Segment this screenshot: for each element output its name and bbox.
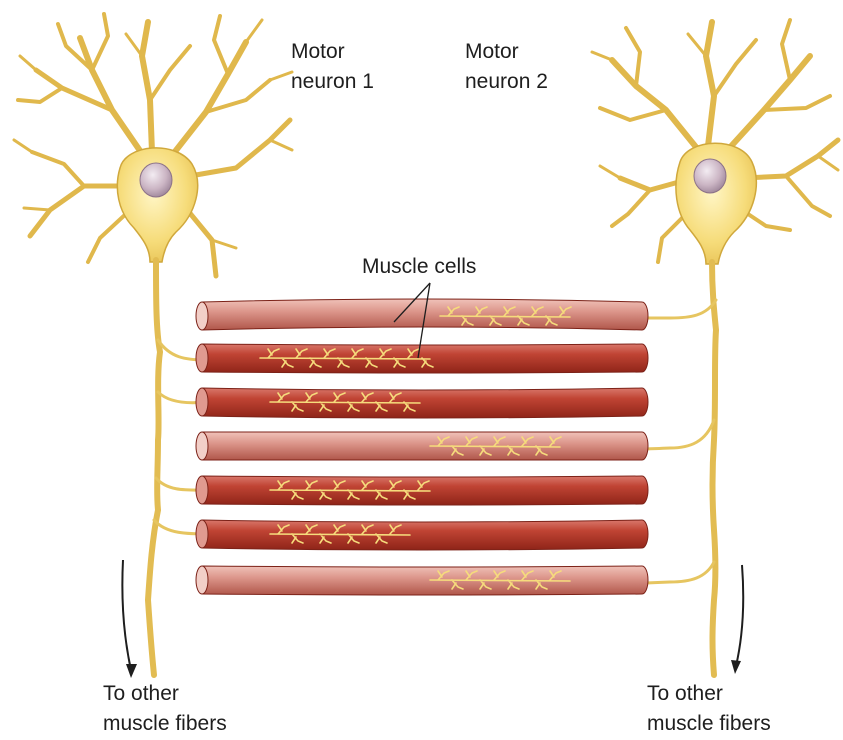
muscle-fiber-end — [196, 476, 208, 504]
muscle-fiber-end — [196, 432, 208, 460]
muscle-fiber-end — [196, 344, 208, 372]
other-fibers-right-line1: To other — [647, 679, 771, 709]
neuron-2-nucleus — [694, 159, 726, 193]
motor-neuron-1-label-line1: Motor — [291, 37, 374, 67]
muscle-cells-label: Muscle cells — [362, 252, 476, 282]
muscle-fiber — [196, 344, 648, 373]
muscle-fiber — [196, 388, 648, 418]
other-fibers-right-line2: muscle fibers — [647, 709, 771, 739]
muscle-fibers — [196, 299, 648, 595]
muscle-fiber-body — [202, 566, 648, 595]
muscle-fiber — [196, 432, 648, 460]
muscle-fiber-body — [202, 432, 648, 460]
muscle-cells-label-text: Muscle cells — [362, 252, 476, 282]
muscle-fiber — [196, 520, 648, 550]
other-fibers-left-line1: To other — [103, 679, 227, 709]
muscle-fiber — [196, 299, 648, 330]
other-fibers-left-line2: muscle fibers — [103, 709, 227, 739]
muscle-fiber-body — [202, 388, 648, 418]
left-arrow-icon — [122, 560, 137, 678]
right-arrow-icon — [731, 565, 743, 674]
motor-neuron-1-label-line2: neuron 1 — [291, 67, 374, 97]
muscle-fiber-end — [196, 388, 208, 416]
motor-neuron-2-label-line1: Motor — [465, 37, 548, 67]
muscle-fiber-end — [196, 520, 208, 548]
other-fibers-left-label: To other muscle fibers — [103, 679, 227, 739]
muscle-fiber-body — [202, 520, 648, 550]
muscle-fiber — [196, 566, 648, 595]
muscle-fiber-end — [196, 566, 208, 594]
motor-neuron-2-label-line2: neuron 2 — [465, 67, 548, 97]
muscle-fiber-end — [196, 302, 208, 330]
other-fibers-right-label: To other muscle fibers — [647, 679, 771, 739]
neuron-2-axon — [712, 262, 716, 675]
neuron-1-axon — [148, 260, 160, 675]
muscle-fiber — [196, 476, 648, 505]
motor-neuron-2-label: Motor neuron 2 — [465, 37, 548, 97]
motor-neuron-1-label: Motor neuron 1 — [291, 37, 374, 97]
neuron-1-nucleus — [140, 163, 172, 197]
